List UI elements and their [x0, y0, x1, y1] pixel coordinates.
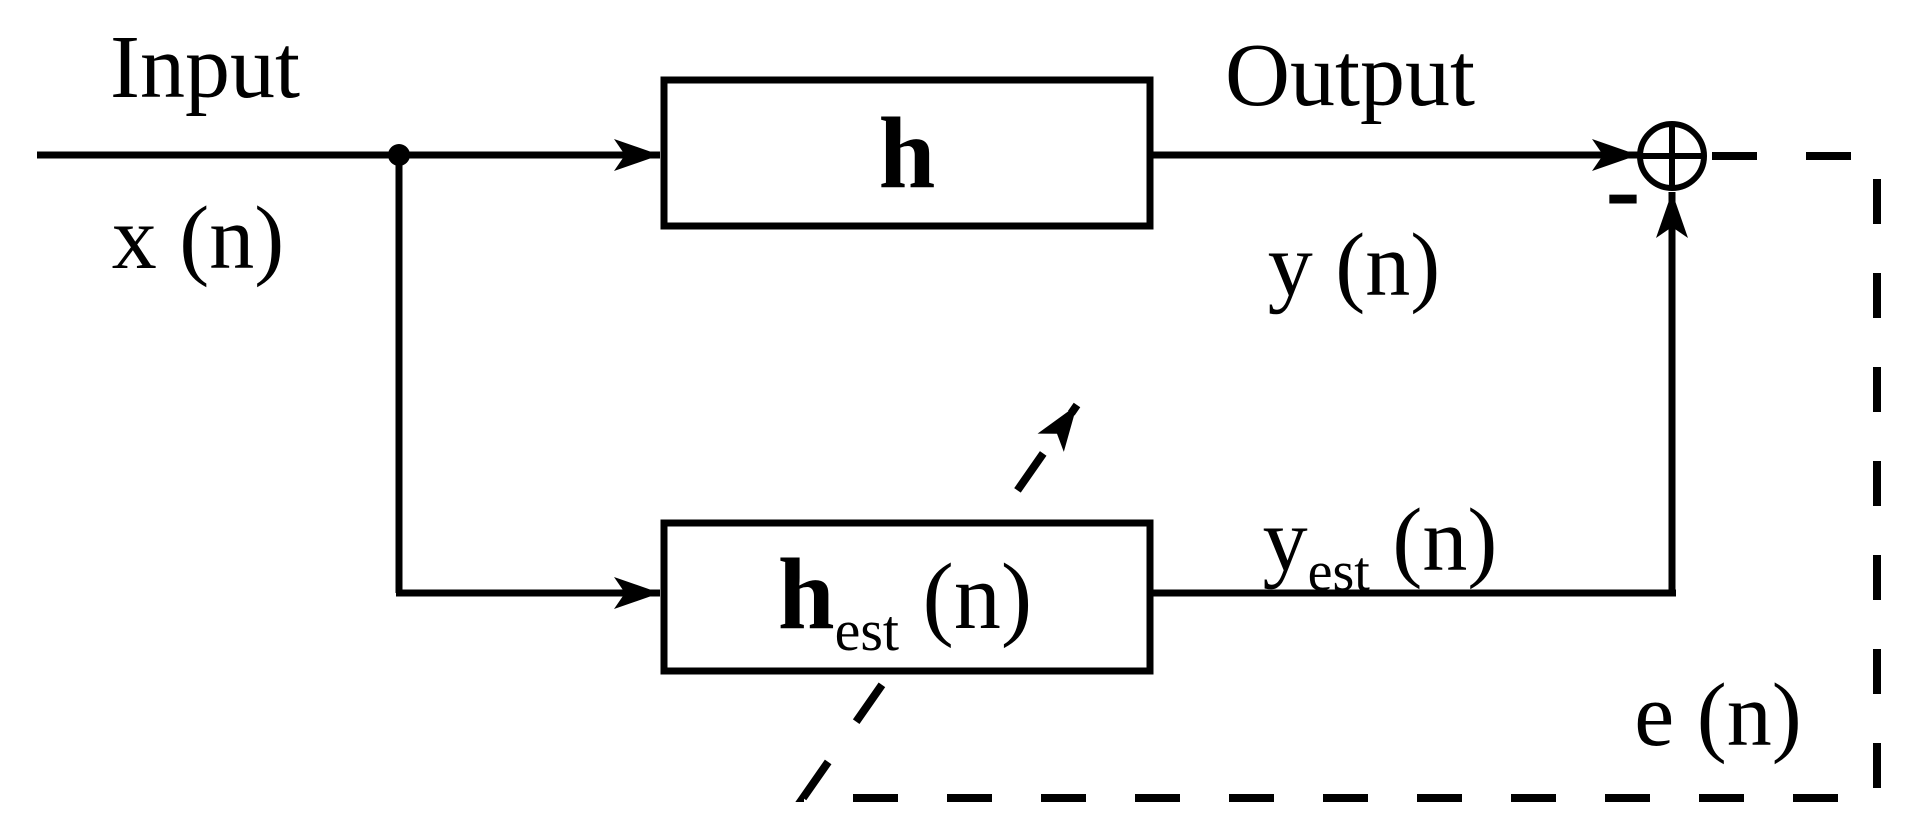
system-box-label: h [879, 97, 936, 210]
input-signal-label: x (n) [112, 189, 284, 288]
input-title-label: Input [110, 18, 300, 117]
error-signal-label: e (n) [1634, 666, 1801, 765]
minus-sign: - [1606, 130, 1641, 247]
estimated-signal-base: y [1263, 491, 1308, 590]
estimated-signal-subscript: est [1308, 541, 1371, 603]
output-signal-label: y (n) [1268, 216, 1440, 315]
adaptive-filter-box-label: hest (n) [778, 538, 1032, 663]
adaptive-filter-label-rest: (n) [899, 545, 1032, 649]
estimated-signal-label: yest (n) [1263, 491, 1498, 603]
output-title-label: Output [1225, 26, 1475, 125]
error-feedback-dashed-path [795, 152, 1881, 802]
estimated-signal-rest: (n) [1370, 491, 1497, 590]
adaptive-filter-label-base: h [778, 538, 835, 651]
adaptive-filter-label-subscript: est [835, 598, 899, 663]
adaptive-filter-box [660, 519, 1154, 675]
